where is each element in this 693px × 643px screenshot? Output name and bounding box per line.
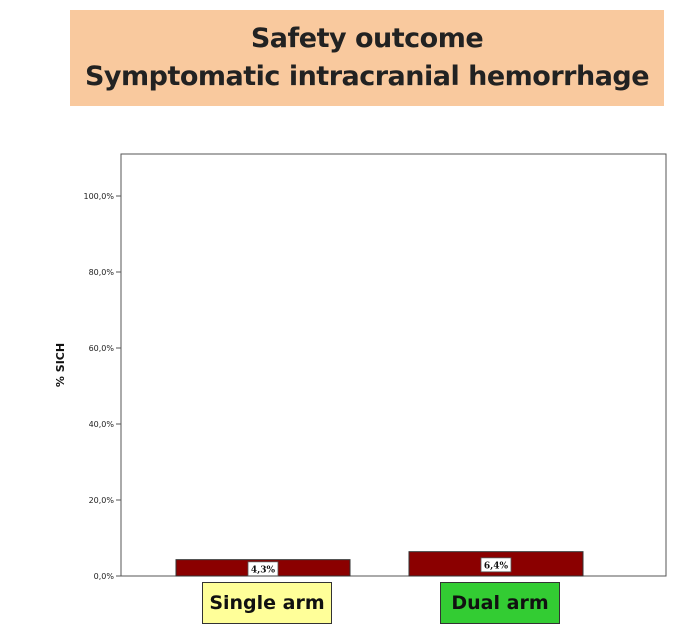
y-tick-label: 80,0% [89, 268, 115, 277]
y-tick-label: 40,0% [89, 420, 115, 429]
title-line-1: Safety outcome [250, 23, 484, 54]
title-banner: Safety outcome Symptomatic intracranial … [70, 10, 664, 106]
category-label-dual-arm: Dual arm [440, 582, 560, 624]
y-axis: 0,0% 20,0% 40,0% 60,0% 80,0% 100,0% [83, 192, 121, 581]
y-tick-label: 100,0% [83, 192, 114, 201]
bars-group: 4,3% 6,4% [175, 551, 584, 577]
data-label-box [480, 557, 512, 573]
data-label: 6,4% [484, 561, 509, 571]
data-label-box [247, 561, 279, 577]
y-tick-label: 20,0% [89, 496, 115, 505]
y-axis-title: % SICH [54, 343, 67, 387]
category-label-single-arm: Single arm [202, 582, 332, 624]
plot-area-frame [120, 153, 667, 577]
y-tick-label: 60,0% [89, 344, 115, 353]
data-label: 4,3% [251, 565, 276, 575]
title-line-2: Symptomatic intracranial hemorrhage [84, 61, 650, 92]
y-tick-label: 0,0% [94, 572, 115, 581]
